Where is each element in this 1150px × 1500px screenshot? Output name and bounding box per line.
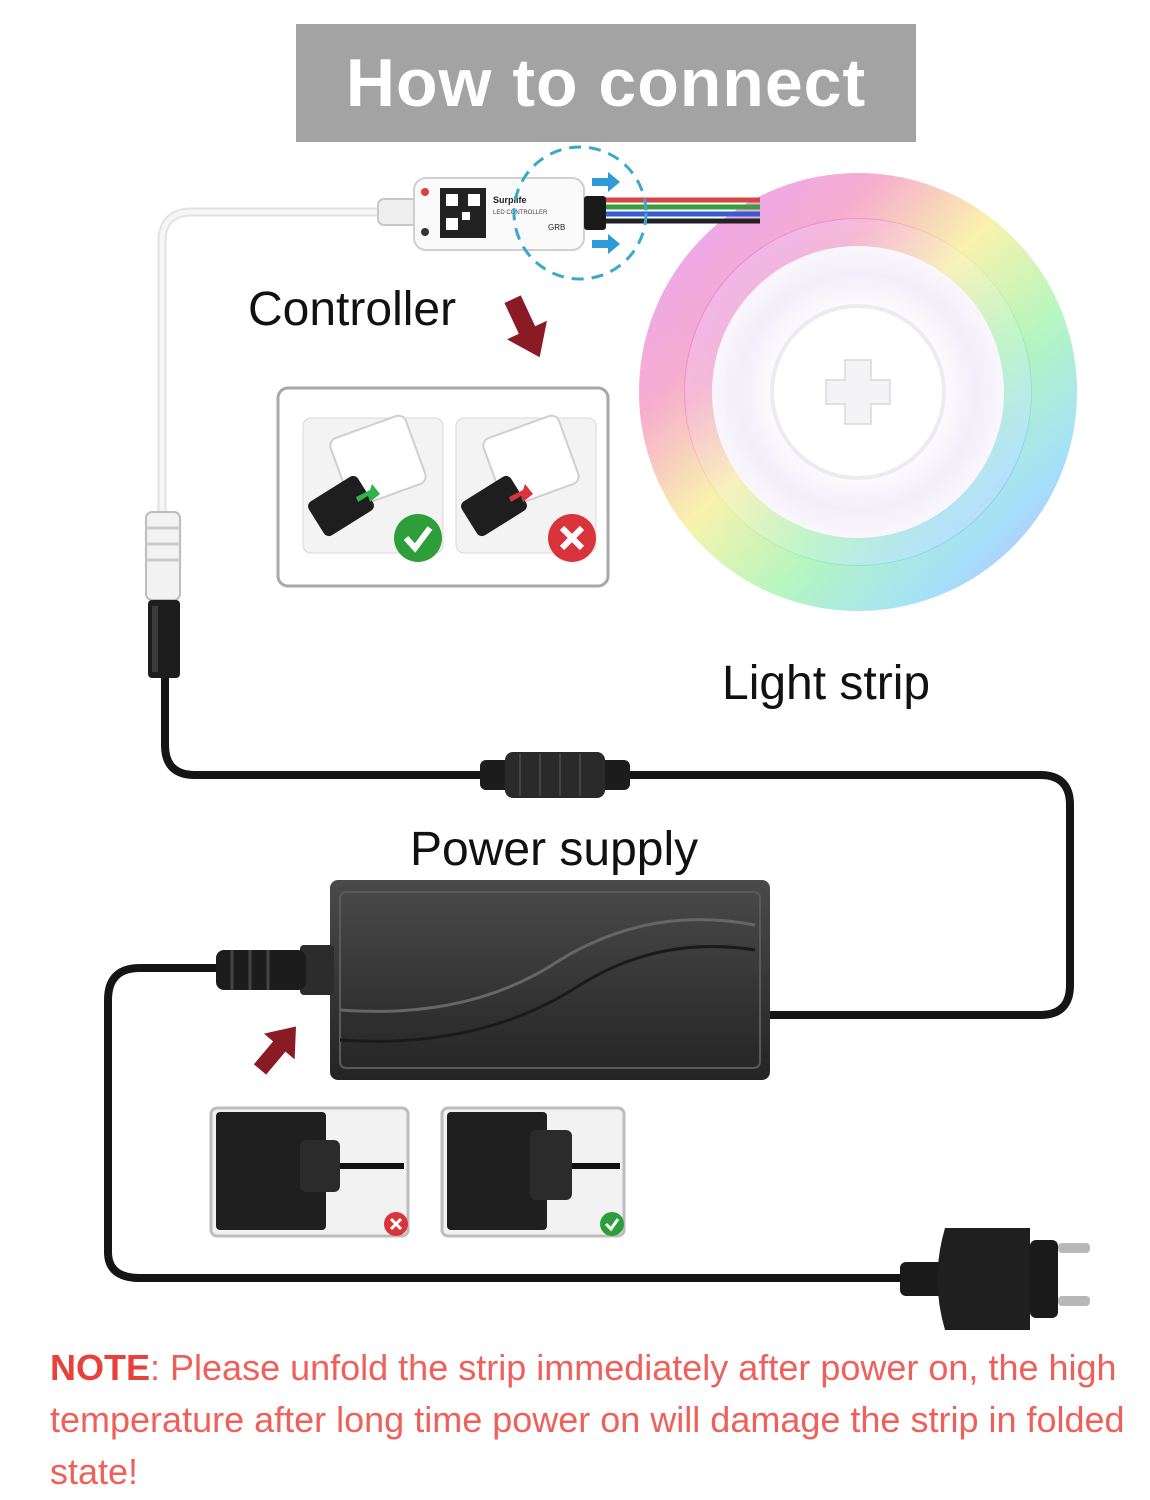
light-strip-label: Light strip [722, 657, 931, 710]
up-arrow-icon [253, 1026, 296, 1075]
warning-note: NOTE: Please unfold the strip immediatel… [50, 1342, 1130, 1498]
controller-label: Controller [248, 283, 457, 336]
ferrite-bead [480, 752, 630, 798]
title-banner: How to connect [296, 24, 916, 142]
rgb-wires [600, 197, 760, 224]
power-supply-label: Power supply [410, 823, 699, 876]
controller-brand: Surplife [493, 195, 527, 205]
connector-highlight-circle [512, 145, 648, 281]
connector-orientation-inset [276, 386, 610, 588]
power-supply-unit [216, 880, 770, 1080]
right-arrow-icon [592, 172, 620, 254]
dc-connector-icon [145, 511, 181, 678]
ac-plug-inset-correct [440, 1106, 626, 1238]
wrong-connection-photo [455, 414, 597, 562]
ac-input-cable [104, 964, 920, 1282]
page-title: How to connect [345, 45, 867, 121]
ac-plug-inset-wrong [209, 1106, 410, 1238]
eu-plug-icon [900, 1228, 1090, 1330]
light-strip-reel [639, 173, 1077, 611]
controller-pins: GRB [548, 223, 565, 232]
check-icon [394, 514, 442, 562]
dc-output-cable [161, 678, 1074, 1019]
controller-device: Surplife LED CONTROLLER GRB [377, 177, 606, 251]
controller-product: LED CONTROLLER [493, 210, 548, 216]
down-arrow-icon [504, 295, 547, 358]
note-label: NOTE [50, 1347, 151, 1388]
note-text: : Please unfold the strip immediately af… [50, 1347, 1125, 1492]
correct-connection-photo [302, 414, 444, 562]
